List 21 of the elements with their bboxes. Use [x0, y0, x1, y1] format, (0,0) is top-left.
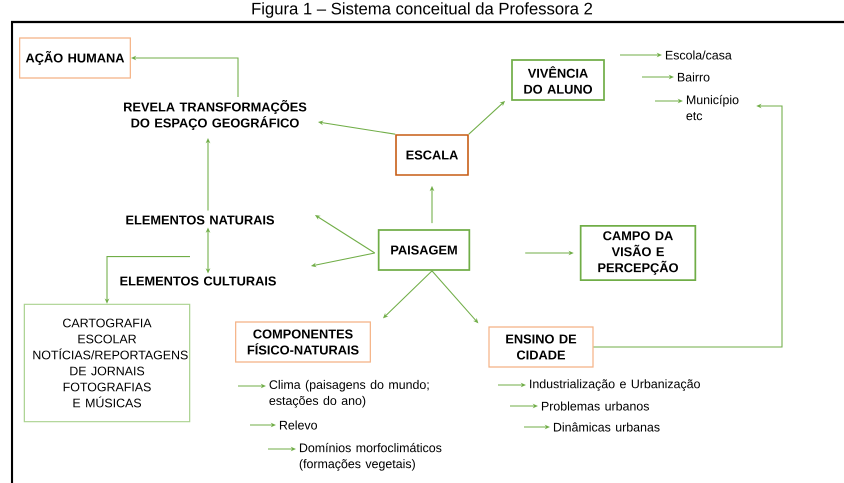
list-item: Clima (paisagens do mundo; estações do ano): [269, 380, 429, 408]
concept-box: ENSINO DE CIDADE: [488, 326, 594, 368]
concept-label: ELEMENTOS NATURAIS: [126, 215, 274, 225]
list-item: Relevo: [280, 420, 317, 430]
concept-label: REVELA TRANSFORMAÇÕES DO ESPAÇO GEOGRÁFICO: [124, 100, 306, 130]
concept-box: VIVÊNCIA DO ALUNO: [511, 59, 605, 101]
concept-box: PAISAGEM: [378, 229, 470, 271]
list-item: Dinâmicas urbanas: [554, 422, 660, 432]
list-item: Problemas urbanos: [542, 401, 649, 411]
list-item: Escola/casa: [666, 50, 732, 60]
concept-box: ESCALA: [395, 134, 469, 176]
concept-box: CAMPO DA VISÃO E PERCEPÇÃO: [580, 225, 696, 281]
list-item: Município etc: [686, 94, 738, 120]
list-item: Bairro: [678, 72, 710, 82]
figure-title: Figura 1 – Sistema conceitual da Professora 2: [252, 2, 592, 18]
list-item: Industrialização e Urbanização: [530, 379, 700, 391]
resource-box: CARTOGRAFIA ESCOLAR NOTÍCIAS/REPORTAGENS DE JORNAIS FOTOGRAFIAS E MÚSICAS: [24, 304, 190, 422]
concept-box: AÇÃO HUMANA: [19, 37, 131, 79]
concept-box: COMPONENTES FÍSICO-NATURAIS: [235, 321, 371, 363]
list-item: Domínios morfoclimáticos (formações vegetais): [300, 442, 442, 471]
concept-label: ELEMENTOS CULTURAIS: [120, 276, 276, 286]
